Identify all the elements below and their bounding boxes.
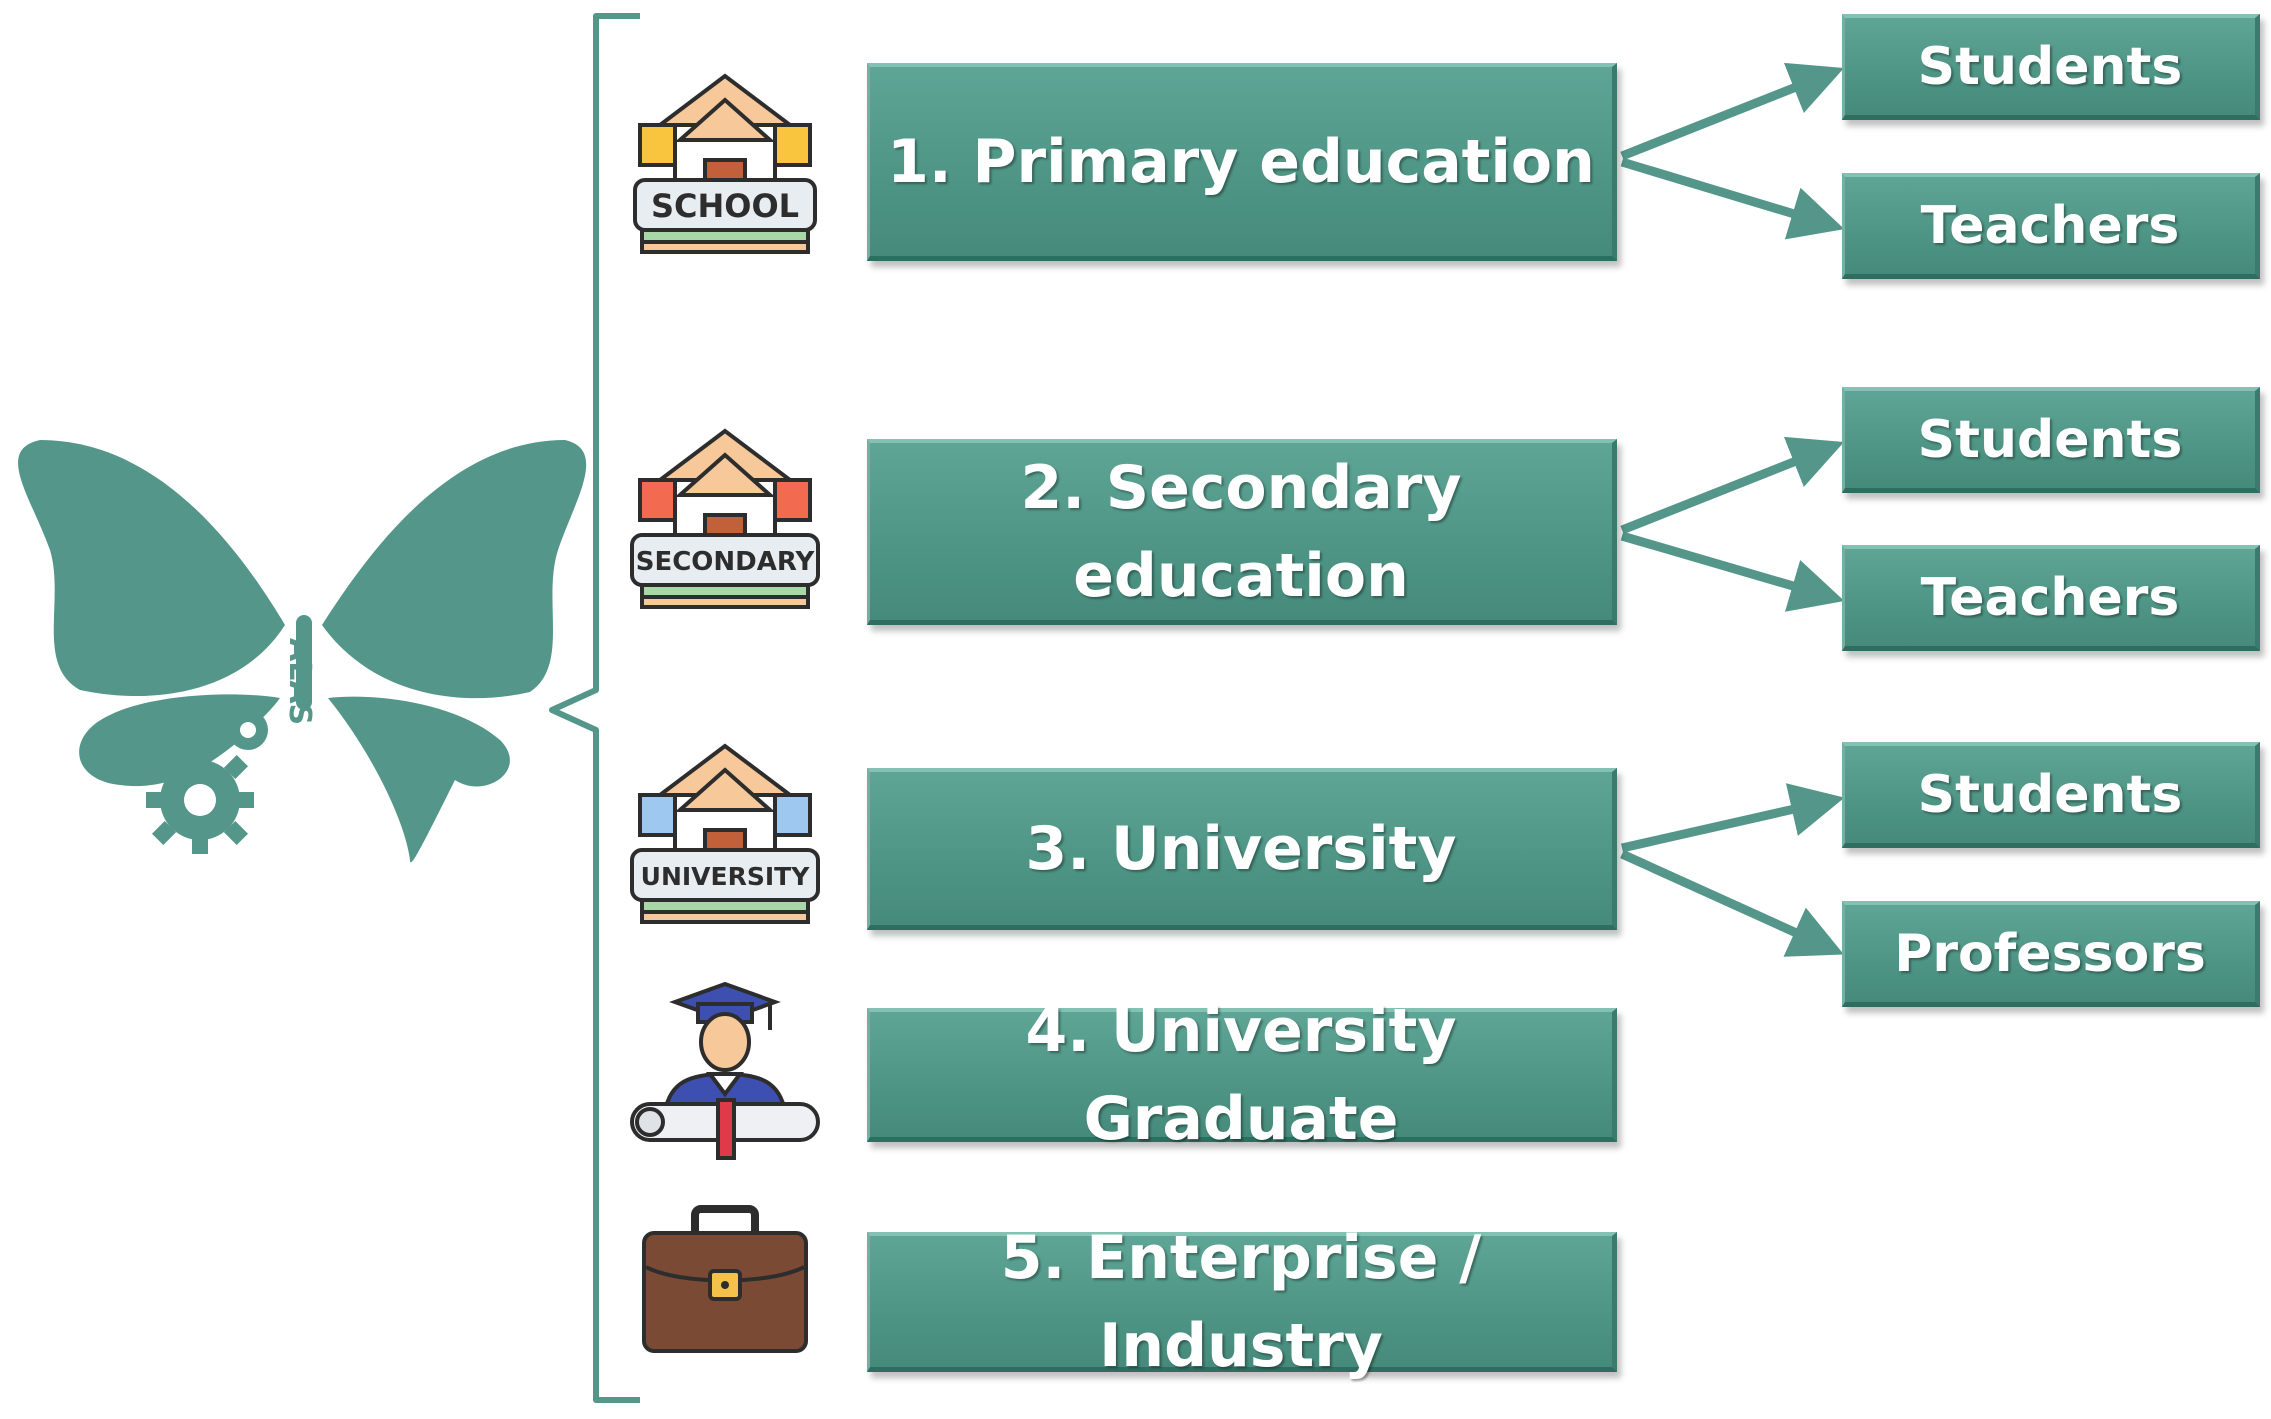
arrow-secondary-teachers	[1620, 531, 1845, 612]
level-label-secondary: 2. Secondary education	[1020, 452, 1462, 611]
arrow-secondary-students	[1620, 436, 1845, 535]
graduate-diploma-icon	[630, 982, 820, 1160]
target-label: Teachers	[1920, 567, 2180, 628]
level-label-university: 3. University	[1025, 813, 1457, 884]
secondary-label: SECONDARY	[636, 547, 816, 577]
arrow-university-professors	[1620, 849, 1844, 957]
butterfly-logo: ALAS	[18, 440, 587, 863]
logo-letters: ALAS	[282, 638, 317, 725]
level-label-graduate: 4. University Graduate	[1025, 995, 1457, 1154]
target-box-university-students: Students	[1842, 742, 2260, 848]
level-box-university: 3. University	[867, 768, 1617, 930]
target-box-university-professors: Professors	[1842, 901, 2260, 1007]
grouping-bracket	[549, 13, 640, 1403]
school-label: SCHOOL	[651, 187, 799, 225]
target-box-primary-students: Students	[1842, 14, 2260, 120]
target-box-primary-teachers: Teachers	[1842, 173, 2260, 279]
target-label: Students	[1917, 409, 2183, 470]
level-box-primary: 1. Primary education	[867, 63, 1617, 261]
target-box-secondary-teachers: Teachers	[1842, 545, 2260, 651]
level-box-graduate: 4. University Graduate	[867, 996, 1617, 1154]
level-box-secondary: 2. Secondary education	[867, 439, 1617, 625]
school-building-icon: SCHOOL	[633, 73, 817, 254]
target-label: Professors	[1894, 923, 2206, 984]
target-label: Teachers	[1920, 195, 2180, 256]
arrow-primary-teachers	[1620, 157, 1845, 240]
university-building-icon: UNIVERSITY	[630, 743, 820, 924]
arrow-primary-students	[1620, 62, 1845, 161]
target-label: Students	[1917, 764, 2183, 825]
level-label-primary: 1. Primary education	[887, 126, 1595, 197]
level-label-enterprise: 5. Enterprise / Industry	[1000, 1222, 1482, 1381]
university-label: UNIVERSITY	[641, 862, 811, 891]
target-box-secondary-students: Students	[1842, 387, 2260, 493]
arrow-university-students	[1621, 783, 1845, 853]
secondary-school-icon: SECONDARY	[630, 428, 820, 609]
briefcase-icon	[642, 1205, 808, 1353]
level-box-enterprise: 5. Enterprise / Industry	[867, 1223, 1617, 1381]
target-label: Students	[1917, 36, 2183, 97]
